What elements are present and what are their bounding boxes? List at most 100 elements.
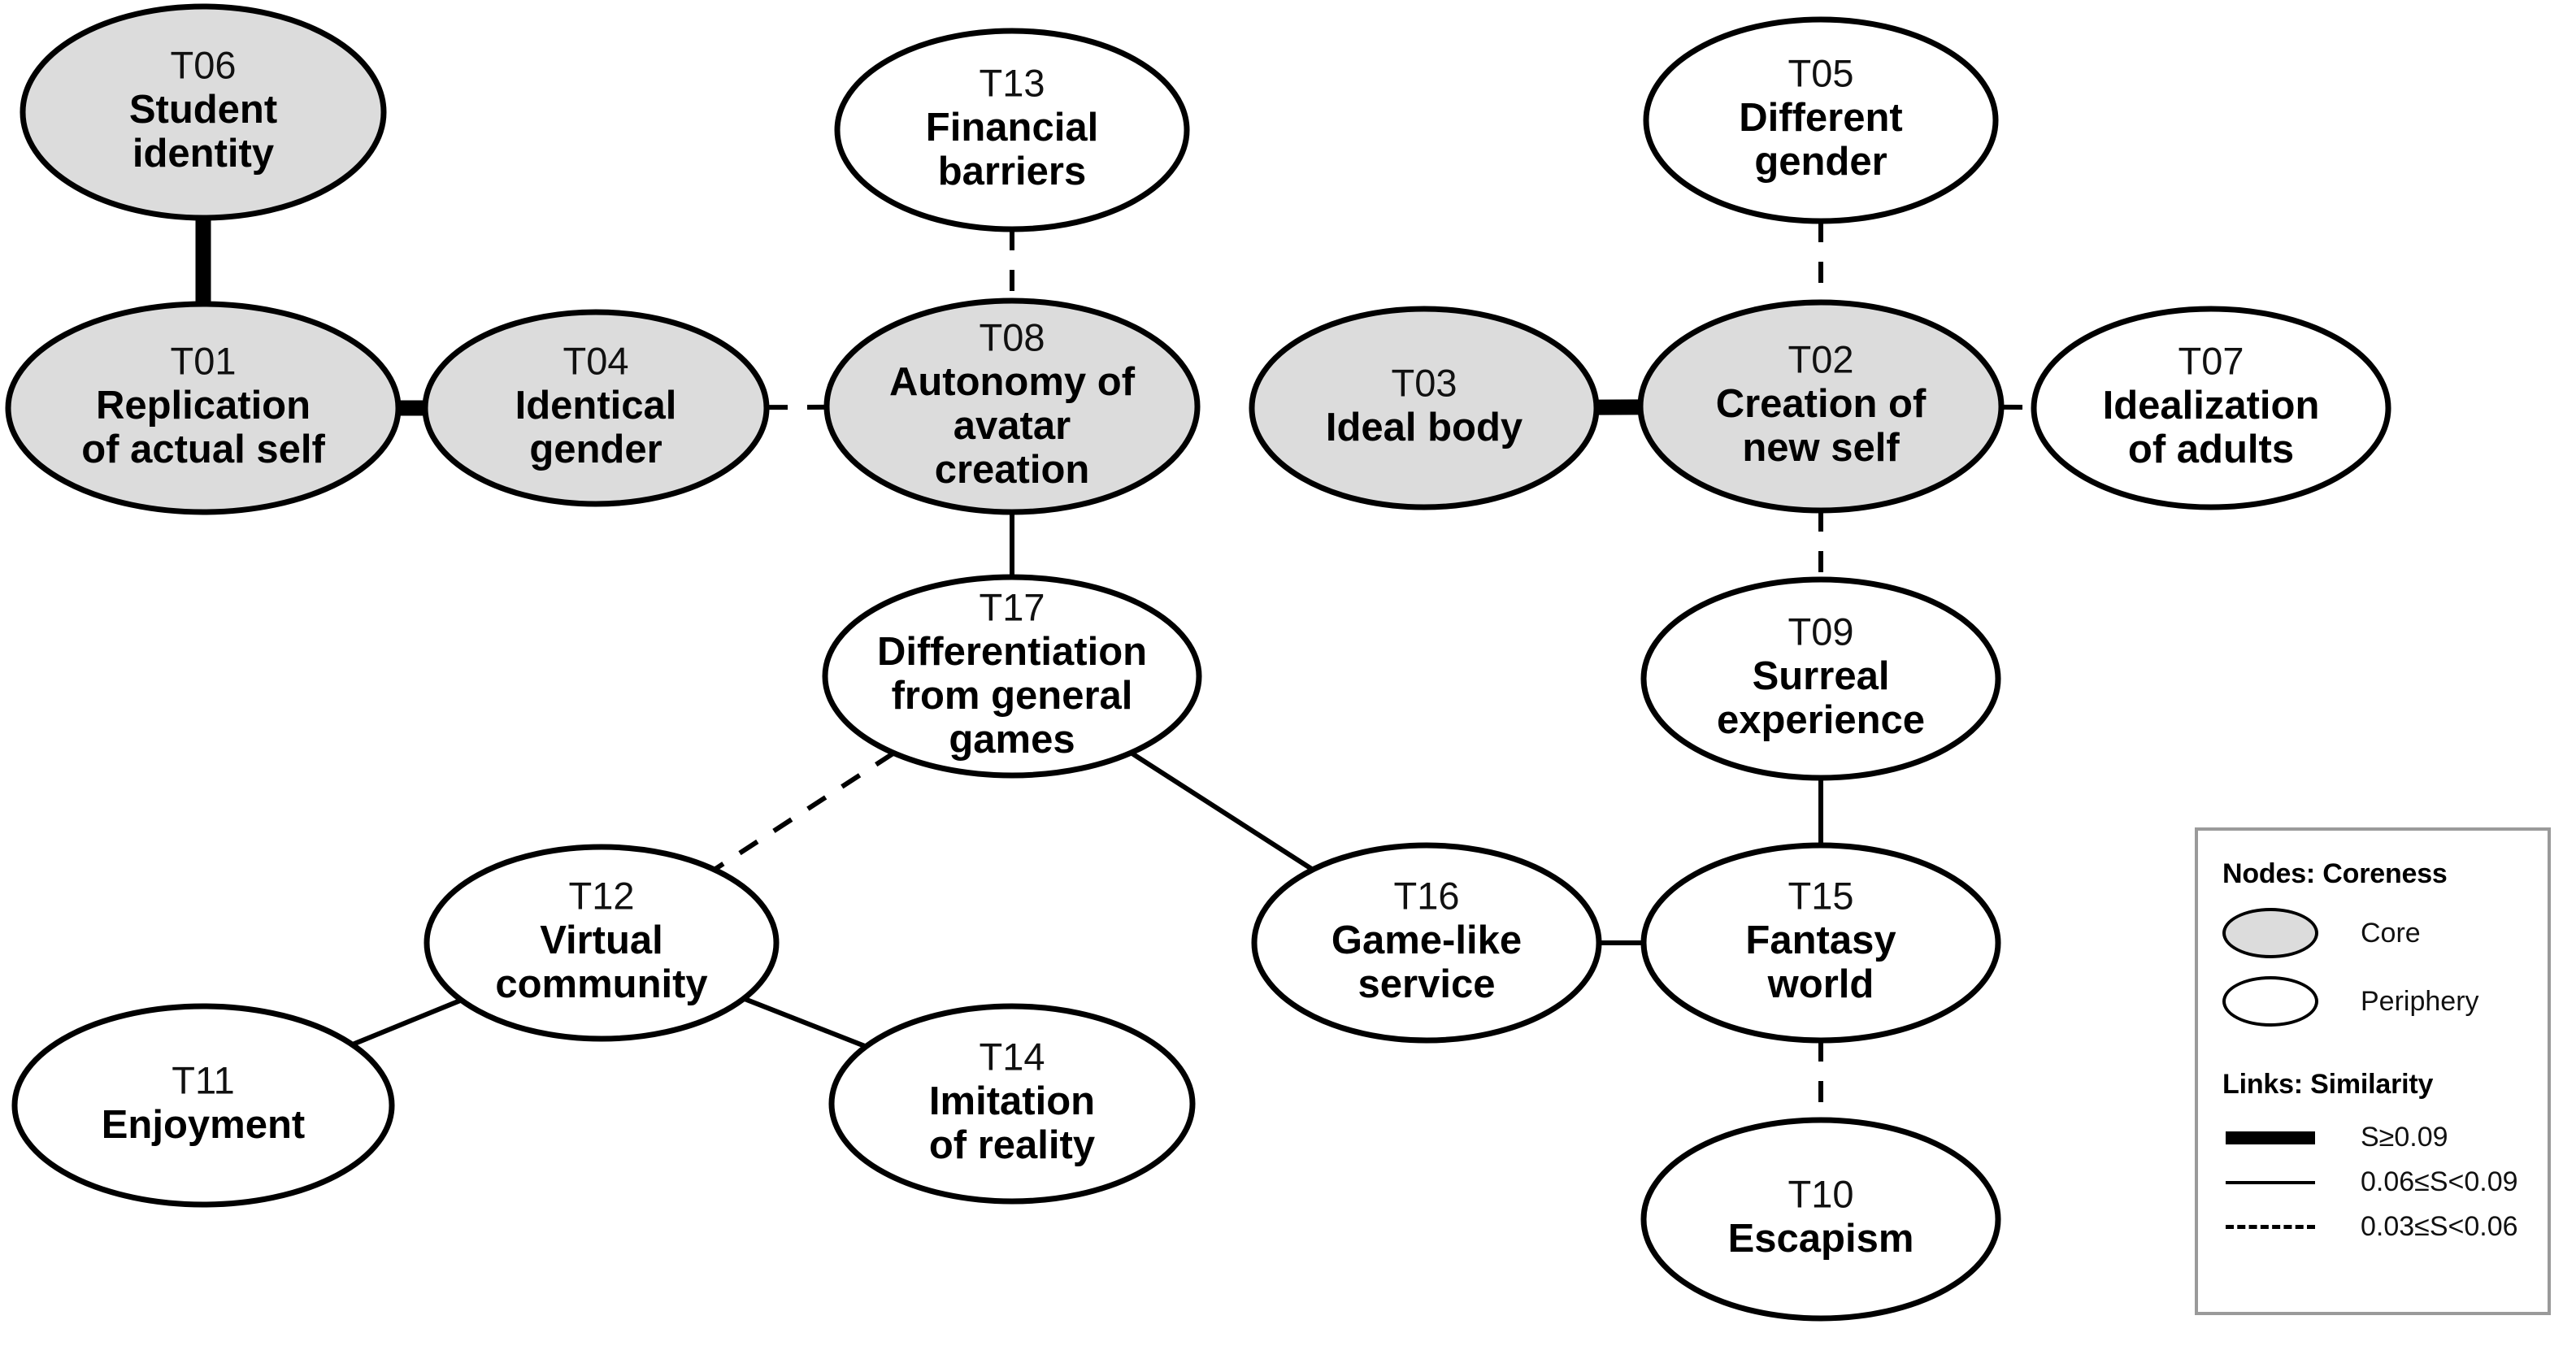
node-name-label-t07: Idealization bbox=[2103, 384, 2320, 428]
legend-row-link-weak: 0.03≤S<0.06 bbox=[2222, 1211, 2523, 1243]
node-name-label-t04: Identical bbox=[515, 384, 677, 428]
node-shape-t04 bbox=[422, 309, 770, 507]
node-id-label-t05: T05 bbox=[1788, 51, 1854, 94]
legend-row-link-medium: 0.06≤S<0.09 bbox=[2222, 1166, 2523, 1198]
link-strong-swatch bbox=[2222, 1131, 2318, 1144]
node-id-label-t17: T17 bbox=[980, 585, 1045, 628]
node-name-label-t08: Autonomy of bbox=[889, 360, 1136, 404]
node-shape-t14 bbox=[828, 1003, 1196, 1205]
node-id-label-t07: T07 bbox=[2179, 339, 2244, 382]
node-name-label-t07: of adults bbox=[2128, 428, 2294, 471]
node-name-label-t13: barriers bbox=[938, 150, 1087, 193]
node-id-label-t03: T03 bbox=[1392, 361, 1457, 404]
links-layer bbox=[195, 218, 2035, 1120]
node-shape-t01 bbox=[5, 301, 402, 515]
node-name-label-t13: Financial bbox=[926, 106, 1098, 150]
node-name-label-t17: Differentiation bbox=[877, 630, 1147, 674]
node-shape-t06 bbox=[20, 3, 387, 221]
node-shape-t09 bbox=[1640, 576, 2001, 781]
link-weak-swatch bbox=[2222, 1225, 2318, 1229]
node-id-label-t11: T11 bbox=[172, 1058, 235, 1101]
node-shape-t02 bbox=[1637, 299, 2005, 514]
node-name-label-t08: avatar bbox=[954, 404, 1071, 448]
node-name-label-t01: of actual self bbox=[81, 428, 325, 471]
node-name-label-t10: Escapism bbox=[1728, 1217, 1914, 1261]
node-name-label-t12: community bbox=[495, 962, 707, 1006]
node-name-label-t16: Game-like bbox=[1331, 918, 1522, 962]
node-id-label-t14: T14 bbox=[980, 1035, 1045, 1078]
legend-row-link-strong: S≥0.09 bbox=[2222, 1122, 2523, 1153]
node-name-label-t15: world bbox=[1767, 962, 1874, 1006]
node-id-label-t08: T08 bbox=[980, 315, 1045, 358]
legend-panel: Nodes: Coreness Core Periphery Links: Si… bbox=[2195, 827, 2551, 1315]
node-id-label-t16: T16 bbox=[1394, 874, 1460, 917]
node-name-label-t14: of reality bbox=[929, 1123, 1095, 1167]
node-name-label-t15: Fantasy bbox=[1745, 918, 1896, 962]
node-id-label-t02: T02 bbox=[1788, 337, 1854, 380]
node-id-label-t12: T12 bbox=[569, 874, 635, 917]
node-shape-t13 bbox=[834, 28, 1190, 232]
node-id-label-t13: T13 bbox=[980, 61, 1045, 104]
node-shape-t10 bbox=[1640, 1117, 2001, 1322]
node-id-label-t01: T01 bbox=[171, 339, 237, 382]
node-shape-t11 bbox=[11, 1003, 395, 1208]
legend-core-label: Core bbox=[2361, 917, 2421, 949]
node-name-label-t17: games bbox=[949, 718, 1075, 762]
link-t12-t11 bbox=[351, 997, 463, 1047]
legend-link-medium-label: 0.06≤S<0.09 bbox=[2361, 1166, 2518, 1197]
node-id-label-t04: T04 bbox=[563, 339, 629, 382]
node-shape-t08 bbox=[823, 297, 1201, 515]
node-name-label-t12: Virtual bbox=[540, 918, 663, 962]
node-shape-t16 bbox=[1251, 842, 1602, 1044]
node-shape-t12 bbox=[424, 844, 780, 1042]
legend-row-core: Core bbox=[2222, 908, 2523, 958]
link-medium-swatch bbox=[2222, 1180, 2318, 1184]
node-name-label-t03: Ideal body bbox=[1326, 406, 1523, 449]
node-shape-t03 bbox=[1249, 306, 1600, 510]
legend-row-periphery: Periphery bbox=[2222, 976, 2523, 1027]
link-t17-t12 bbox=[713, 750, 896, 872]
legend-periphery-label: Periphery bbox=[2361, 985, 2479, 1017]
legend-link-strong-label: S≥0.09 bbox=[2361, 1122, 2448, 1153]
node-name-label-t09: Surreal bbox=[1753, 654, 1890, 698]
node-name-label-t06: Student bbox=[129, 88, 277, 132]
node-name-label-t05: Different bbox=[1739, 96, 1902, 140]
node-name-label-t04: gender bbox=[529, 428, 662, 471]
node-name-label-t01: Replication bbox=[96, 384, 311, 428]
periphery-node-swatch bbox=[2222, 976, 2318, 1027]
node-name-label-t17: from general bbox=[892, 674, 1133, 718]
legend-link-weak-label: 0.03≤S<0.06 bbox=[2361, 1211, 2518, 1242]
node-shape-t05 bbox=[1643, 16, 1999, 224]
node-id-label-t10: T10 bbox=[1788, 1172, 1854, 1215]
node-name-label-t09: experience bbox=[1717, 698, 1925, 742]
node-name-label-t05: gender bbox=[1754, 140, 1887, 184]
node-id-label-t09: T09 bbox=[1788, 610, 1854, 653]
link-t12-t14 bbox=[742, 996, 867, 1049]
node-id-label-t15: T15 bbox=[1788, 874, 1854, 917]
node-name-label-t14: Imitation bbox=[929, 1079, 1095, 1123]
node-name-label-t02: Creation of bbox=[1716, 382, 1927, 426]
legend-links-heading: Links: Similarity bbox=[2222, 1069, 2434, 1100]
legend-nodes-heading: Nodes: Coreness bbox=[2222, 858, 2448, 889]
node-name-label-t16: service bbox=[1358, 962, 1496, 1006]
